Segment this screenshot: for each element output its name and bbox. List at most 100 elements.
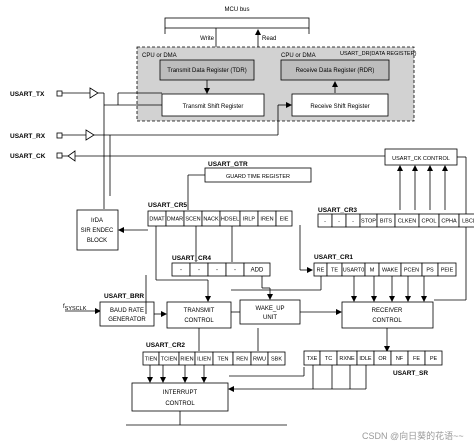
cr5-bit-label: DMAR (167, 217, 183, 223)
cr1-bit-label: PEIE (441, 268, 454, 274)
baud-line1: BAUD RATE (110, 308, 144, 314)
cr5-bit-label: IRLP (243, 217, 256, 223)
wake-up-unit (239, 299, 301, 325)
cr1-bit-label: PS (426, 268, 434, 274)
irda-line2: SIR ENDEC (81, 228, 114, 234)
usart-cr4-name: USART_CR4 (172, 255, 211, 262)
usart-rx-pin (56, 132, 63, 139)
receiver-control-line2: CONTROL (372, 318, 402, 324)
cr1-bit-label: TE (331, 268, 338, 274)
cr5-bit-label: EIE (280, 217, 289, 223)
usart-brr-name: USART_BRR (104, 293, 144, 300)
cr4-bit-label: - (198, 268, 200, 274)
baud-rate-generator (99, 301, 155, 327)
fsysclk-label: fSYSCLK (63, 304, 87, 312)
sr-bit-label: TC (325, 356, 332, 362)
cpu-dma-rx-label: CPU or DMA (281, 53, 316, 59)
cr2-bit-label: TIEN (145, 357, 158, 363)
sr-bit-label: FE (413, 356, 420, 362)
cr3-bit-label: STOP (361, 219, 376, 225)
usart-gtr-name: USART_GTR (208, 161, 248, 168)
receive-shift-label: Receive Shift Register (310, 104, 369, 110)
receiver-control-line1: RECEIVER (372, 308, 403, 314)
sr-bit-label: OR (378, 356, 386, 362)
usart-ck-pin-label: USART_CK (10, 153, 46, 160)
usart-sr-name: USART_SR (393, 370, 428, 377)
guard-time-register-label: GUARD TIME REGISTER (226, 174, 290, 180)
cr3-bit-label: - (352, 219, 354, 225)
cpu-dma-tx-label: CPU or DMA (142, 53, 177, 59)
usart-ck-pin (56, 152, 63, 159)
sr-bit-cell (424, 350, 443, 366)
cr2-bit-label: TEN (218, 357, 229, 363)
usart-cr2-name: USART_CR2 (146, 342, 185, 349)
usart-tx-pin (56, 90, 63, 97)
cr2-bit-label: RWU (253, 357, 266, 363)
cr1-bit-label: M (370, 268, 375, 274)
cr2-bit-label: ILIEN (197, 357, 211, 363)
receive-shift-register (291, 93, 389, 117)
transmit-shift-label: Transmit Shift Register (183, 104, 244, 110)
usart-cr4-register: - - - - ADD (171, 262, 271, 277)
cr4-bit-label: - (234, 268, 236, 274)
cr2-bit-label: RIEN (180, 357, 193, 363)
transmit-control-line2: CONTROL (184, 318, 214, 324)
usart-ck-control-label: USART_CK CONTROL (392, 156, 450, 162)
cr3-bit-label: CPOL (422, 219, 437, 225)
cr1-bit-label: USART0 (343, 268, 365, 274)
sr-bit-label: TXE (307, 356, 318, 362)
mcu-bus-label: MCU bus (224, 7, 249, 13)
wake-up-line1: WAKE_UP (255, 306, 284, 312)
interrupt-control-line1: INTERRUPT (163, 390, 198, 396)
usart-tx-pin-label: USART_TX (10, 91, 45, 98)
usart-cr3-register: ---STOPBITSCLKENCPOLCPHALBCL (317, 213, 474, 228)
cr1-bit-label: PCEN (404, 268, 419, 274)
cr5-bit-label: IREN (260, 217, 273, 223)
cr5-bit-label: NACK (203, 217, 219, 223)
transmit-control-line1: TRANSMIT (184, 308, 215, 314)
usart-rx-pin-label: USART_RX (10, 133, 46, 140)
read-label: Read (262, 36, 276, 42)
ck-buffer-icon (67, 150, 76, 162)
usart-cr5-name: USART_CR5 (148, 202, 187, 209)
cr3-bit-label: BITS (380, 219, 393, 225)
rdr-label: Receive Data Register (RDR) (296, 68, 375, 74)
cr5-bit-label: SCEN (185, 217, 200, 223)
receiver-control (341, 301, 434, 329)
cr4-bit-label: ADD (251, 268, 264, 274)
irda-block (76, 209, 119, 251)
cr2-bit-label: SBK (271, 357, 282, 363)
baud-line2: GENERATOR (108, 317, 146, 323)
csdn-watermark: CSDN @向日葵的花语~~ (362, 430, 464, 441)
rx-buffer-icon (85, 129, 95, 141)
irda-line1: IrDA (91, 218, 103, 224)
sr-bit-label: IDLE (359, 356, 372, 362)
cr3-bit-label: CLKEN (398, 219, 416, 225)
cr3-bit-label: - (338, 219, 340, 225)
cr4-bit-label: - (216, 268, 218, 274)
cr2-bit-cell (267, 351, 286, 366)
cr1-bit-label: RE (317, 268, 325, 274)
cr2-bit-label: TCIEN (161, 357, 178, 363)
usart-dr-label: USART_DR(DATA REGISTER) (340, 51, 417, 57)
rdr-box (280, 59, 390, 81)
cr4-bit-cell (243, 262, 271, 277)
cr4-bit-label: - (180, 268, 182, 274)
tx-buffer-icon (89, 87, 99, 99)
usart-cr3-name: USART_CR3 (318, 207, 357, 214)
transmit-control (166, 301, 232, 329)
sr-bit-label: NF (396, 356, 404, 362)
write-label: Write (200, 36, 215, 42)
sr-bit-label: RXNE (339, 356, 355, 362)
interrupt-control-line2: CONTROL (165, 401, 195, 407)
irda-line3: BLOCK (87, 238, 107, 244)
cr5-bit-label: HDSEL (221, 217, 239, 223)
tdr-label: Transmit Data Register (TDR) (167, 68, 246, 74)
usart-cr1-name: USART_CR1 (314, 254, 353, 261)
